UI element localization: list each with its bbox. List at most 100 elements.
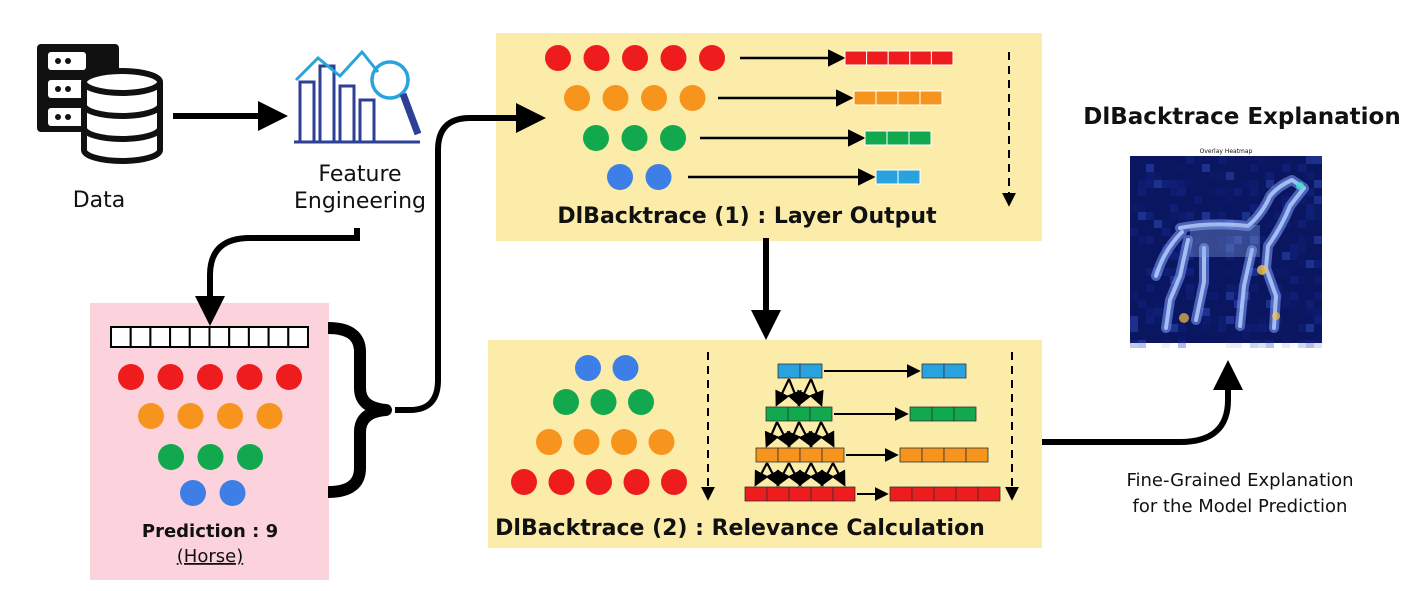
feature-to-prediction-arrow [195, 228, 360, 326]
heatmap-cell [1290, 252, 1298, 260]
heatmap-cell [1218, 236, 1226, 244]
propagation-arrow [820, 421, 835, 448]
layer-output-neurons [545, 45, 725, 190]
propagation-arrow [765, 462, 780, 487]
relevance-neuron-red [586, 469, 612, 495]
relevance-neuron-red [548, 469, 575, 495]
heatmap-cell [1138, 340, 1146, 348]
heatmap-cell [1162, 228, 1170, 236]
heatmap-cell [1282, 268, 1290, 276]
relevance-cell-red [788, 486, 812, 502]
heatmap-cell [1186, 252, 1194, 260]
heatmap-cell [1250, 268, 1258, 276]
prediction-neuron-green [197, 444, 224, 470]
heatmap-cell [1290, 292, 1298, 300]
heatmap-cell [1194, 196, 1202, 204]
heatmap-cell [1226, 316, 1234, 324]
heatmap-cell [1226, 292, 1234, 300]
relevance-neuron-blue [575, 355, 601, 381]
heatmap-cell [1226, 188, 1234, 196]
neuron-orange [602, 85, 629, 111]
prediction-neuron-red [276, 364, 302, 390]
heatmap-cell [1138, 212, 1146, 220]
heatmap-cell [1282, 292, 1290, 300]
propagation-arrow [809, 378, 824, 407]
vector-cell-green [886, 130, 910, 146]
heatmap-cell [1146, 180, 1154, 188]
heatmap-cell [1306, 204, 1314, 212]
output-vector-cell [129, 326, 152, 348]
heatmap-cell [1226, 196, 1234, 204]
heatmap-cell [1146, 188, 1154, 196]
heatmap-cell [1210, 212, 1218, 220]
heatmap-cell [1282, 300, 1290, 308]
prediction-neuron-orange [256, 403, 283, 429]
output-vector-cell [247, 326, 270, 348]
heatmap-cell [1202, 316, 1210, 324]
heatmap-title: Overlay Heatmap [1200, 148, 1253, 155]
output-vector [110, 326, 309, 348]
prediction-neuron-red [157, 364, 184, 390]
neuron-red [660, 45, 687, 71]
heatmap-cell [1314, 156, 1322, 164]
relevance-neuron-orange [536, 429, 562, 455]
neuron-green [583, 125, 609, 151]
heatmap-cell [1202, 324, 1210, 332]
relevance-output-cell-green [931, 406, 955, 422]
relevance-output-cell-orange [943, 447, 967, 463]
heatmap-cell [1130, 204, 1138, 212]
propagation-arrow [809, 462, 824, 487]
heatmap-cell [1202, 308, 1210, 316]
heatmap-cell [1266, 300, 1274, 308]
prediction-neuron-green [158, 444, 184, 470]
vector-cell-red [909, 50, 932, 66]
vector-cell-red [866, 50, 889, 66]
heatmap-cell [1298, 260, 1306, 268]
relevance-neuron-red [511, 469, 537, 495]
propagation-arrow [797, 378, 812, 407]
prediction-network-neurons [118, 364, 302, 506]
heatmap-cell [1186, 292, 1194, 300]
heatmap-cell [1178, 324, 1186, 332]
heatmap-cell [1130, 324, 1138, 332]
heatmap-cell [1266, 340, 1274, 348]
propagation-arrow [820, 462, 835, 487]
heatmap-cell [1282, 332, 1290, 340]
relevance-output-cell-red [977, 486, 1001, 502]
heatmap-cell [1306, 300, 1314, 308]
heatmap-cell [1290, 300, 1298, 308]
heatmap-cell [1146, 300, 1154, 308]
heatmap-cell [1250, 204, 1258, 212]
heatmap-cell [1218, 156, 1226, 164]
heatmap-cell [1306, 172, 1314, 180]
heatmap-cell [1186, 212, 1194, 220]
propagation-arrow [764, 421, 779, 448]
heatmap-cell [1314, 308, 1322, 316]
heatmap-cell [1178, 180, 1186, 188]
relevance-neuron-green [590, 389, 617, 415]
relevance-cell-red [766, 486, 790, 502]
heatmap-cell [1306, 156, 1314, 164]
relevance-cell-red [832, 486, 856, 502]
heatmap-cell [1210, 268, 1218, 276]
heatmap-cell [1314, 260, 1322, 268]
propagation-arrow [787, 378, 802, 407]
heatmap-cell [1306, 212, 1314, 220]
heatmap-cell [1146, 308, 1154, 316]
heatmap-cell [1210, 316, 1218, 324]
heatmap-cell [1162, 268, 1170, 276]
heatmap-cell [1186, 268, 1194, 276]
heatmap-cell [1130, 316, 1138, 324]
heatmap-cell [1226, 324, 1234, 332]
heatmap-cell [1282, 164, 1290, 172]
prediction-neuron-orange [177, 403, 204, 429]
neuron-red [622, 45, 648, 71]
prediction-class-label: (Horse) [177, 546, 243, 567]
neuron-red [699, 45, 725, 71]
relevance-neuron-green [628, 389, 654, 415]
prediction-neuron-red [118, 364, 144, 390]
heatmap-cell [1234, 284, 1242, 292]
heatmap-cell [1154, 308, 1162, 316]
heatmap-cell [1186, 284, 1194, 292]
